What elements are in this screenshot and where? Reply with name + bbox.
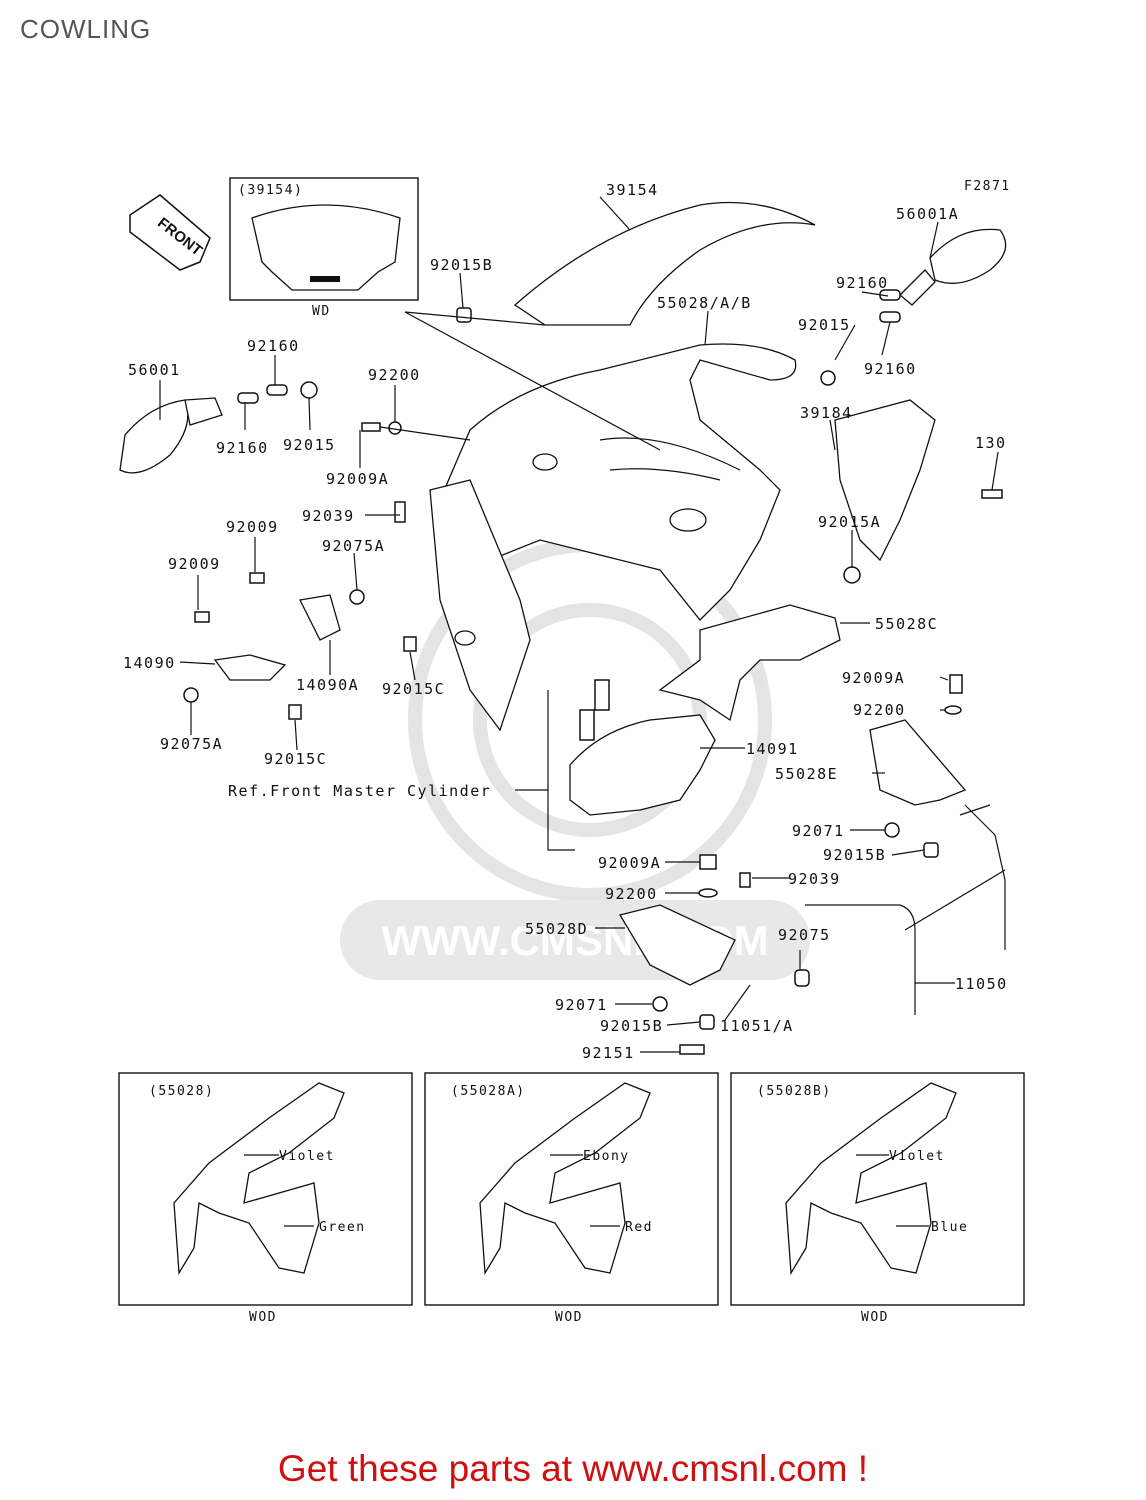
label-92151: 92151 (582, 1044, 635, 1062)
label-130: 130 (975, 434, 1007, 452)
leader-lines (159, 196, 999, 1053)
variant-title: (55028) (149, 1084, 214, 1099)
windshield-inset: (39154) WD (229, 177, 419, 319)
label-92009: 92009 (168, 555, 221, 573)
variant-inset-55028: (55028) Violet Green WOD (118, 1072, 413, 1325)
variant-caption: WOD (249, 1310, 277, 1325)
mirror-right (899, 228, 1007, 306)
label-92160: 92160 (864, 360, 917, 378)
label-14090: 14090 (123, 654, 176, 672)
front-direction-arrow: FRONT (129, 194, 211, 271)
variant-upper-color: Ebony (583, 1149, 630, 1164)
upper-cowl (429, 343, 797, 732)
label-39154: 39154 (606, 181, 659, 199)
label-92075A: 92075A (160, 735, 223, 753)
label-92071: 92071 (792, 822, 845, 840)
label-14090A: 14090A (296, 676, 359, 694)
label-92160: 92160 (836, 274, 889, 292)
mirror-left (119, 397, 223, 474)
label-92039: 92039 (302, 507, 355, 525)
windshield-inset-title: (39154) (238, 183, 303, 198)
label-55028-A-B: 55028/A/B (657, 294, 752, 312)
variant-lower-color: Blue (931, 1220, 968, 1235)
variant-lower-color: Red (625, 1220, 653, 1235)
label-55028D: 55028D (525, 920, 588, 938)
part-labels: 39154 56001A 92015B 55028/A/B 92160 9201… (123, 181, 1008, 1062)
label-92200: 92200 (605, 885, 658, 903)
variant-caption: WOD (555, 1310, 583, 1325)
label-11051-A: 11051/A (720, 1017, 794, 1035)
fig-code: F2871 (964, 179, 1011, 194)
windshield-inset-caption: WD (312, 304, 331, 319)
label-92015B: 92015B (600, 1017, 663, 1035)
label-92015B: 92015B (430, 256, 493, 274)
label-92009: 92009 (226, 518, 279, 536)
inner-panel-55028C (658, 604, 841, 722)
label-92015C: 92015C (264, 750, 327, 768)
label-92009A: 92009A (598, 854, 661, 872)
variant-inset-55028B: (55028B) Violet Blue WOD (730, 1072, 1025, 1325)
label-55028C: 55028C (875, 615, 938, 633)
variant-upper-color: Violet (889, 1149, 945, 1164)
label-92015B: 92015B (823, 846, 886, 864)
windshield (513, 201, 816, 326)
variant-upper-color: Violet (279, 1149, 335, 1164)
label-92200: 92200 (368, 366, 421, 384)
variant-title: (55028B) (757, 1084, 832, 1099)
label-14091: 14091 (746, 740, 799, 758)
label-92009A: 92009A (842, 669, 905, 687)
label-92015: 92015 (283, 436, 336, 454)
label-55028E: 55028E (775, 765, 838, 783)
label-92015: 92015 (798, 316, 851, 334)
variant-caption: WOD (861, 1310, 889, 1325)
label-92200: 92200 (853, 701, 906, 719)
ref-note: Ref.Front Master Cylinder (228, 782, 491, 800)
label-92160: 92160 (216, 439, 269, 457)
stay-11050 (805, 804, 1006, 1015)
label-92071: 92071 (555, 996, 608, 1014)
label-92160: 92160 (247, 337, 300, 355)
cowling-diagram: WWW.CMSNL.COM F2871 FRONT (39154) WD (118, 177, 1025, 1325)
label-92015C: 92015C (382, 680, 445, 698)
label-56001: 56001 (128, 361, 181, 379)
variant-inset-55028A: (55028A) Ebony Red WOD (424, 1072, 719, 1325)
hardware-parts (183, 289, 1003, 1055)
label-92015A: 92015A (818, 513, 881, 531)
label-92075: 92075 (778, 926, 831, 944)
page-title: COWLING (20, 14, 152, 44)
variant-title: (55028A) (451, 1084, 526, 1099)
label-92075A: 92075A (322, 537, 385, 555)
label-92009A: 92009A (326, 470, 389, 488)
label-56001A: 56001A (896, 205, 959, 223)
label-39184: 39184 (800, 404, 853, 422)
variant-lower-color: Green (319, 1220, 366, 1235)
label-11050: 11050 (955, 975, 1008, 993)
label-92039: 92039 (788, 870, 841, 888)
footer-promo-text[interactable]: Get these parts at www.cmsnl.com ! (277, 1448, 869, 1489)
